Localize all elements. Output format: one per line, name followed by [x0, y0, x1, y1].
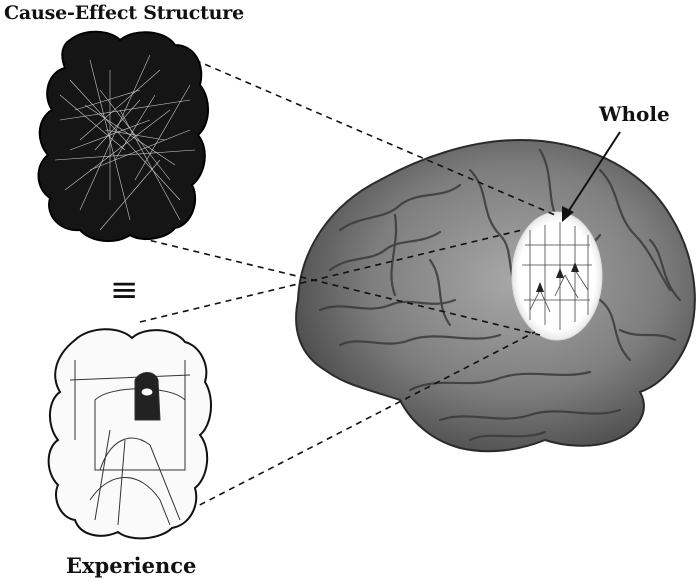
experience-cloud-shape: [47, 328, 212, 540]
brain-outline: [295, 138, 696, 453]
neuron-body-1: [536, 282, 544, 292]
neuron-body-3: [571, 262, 579, 272]
equivalence-symbol: ≡: [110, 270, 139, 310]
pyramidal-neurons-illustration: [522, 222, 592, 330]
dashed-connectors: [139, 59, 556, 511]
cause-effect-network-illustration: [54, 54, 196, 231]
cause-effect-cloud: [37, 30, 209, 242]
experience-label: Experience: [66, 553, 197, 578]
cause-effect-cloud-shape: [37, 30, 209, 242]
brain-illustration: [295, 138, 696, 453]
dog-on-armchair-sketch: [69, 360, 191, 526]
connector-experience-bottom: [189, 331, 536, 511]
connector-cause-bottom: [139, 237, 541, 336]
neuron-body-2: [556, 268, 564, 278]
brain-folds: [318, 148, 682, 442]
whole-arrow: [562, 131, 621, 222]
experience-cloud: [47, 328, 212, 540]
cause-effect-structure-label: Cause-Effect Structure: [4, 2, 244, 24]
whole-label: Whole: [599, 102, 670, 126]
